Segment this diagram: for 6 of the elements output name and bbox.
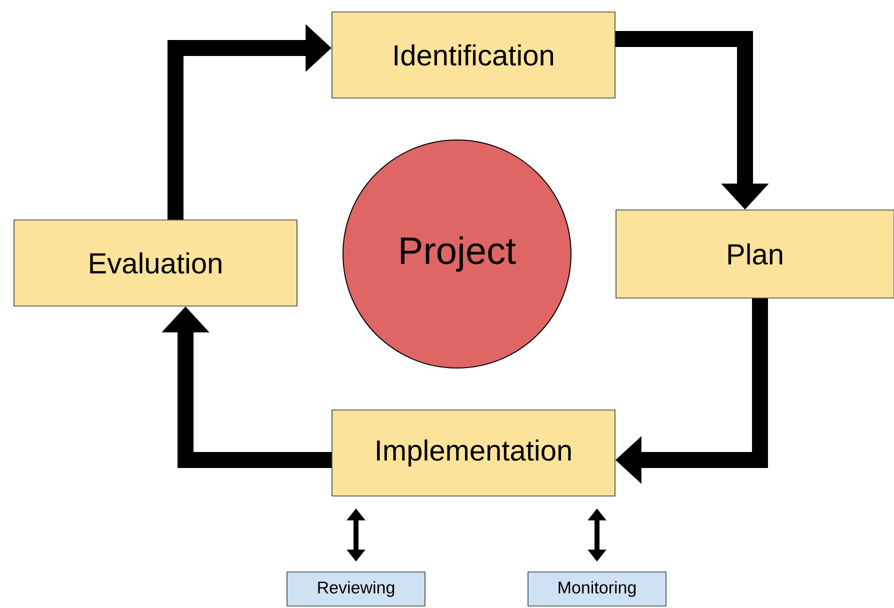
process-box: Identification <box>332 12 616 98</box>
process-box: Implementation <box>332 410 616 496</box>
task-box: Monitoring <box>528 572 666 606</box>
process-box: Evaluation <box>14 220 298 306</box>
process-box: Plan <box>616 210 894 298</box>
task-box: Reviewing <box>286 572 426 606</box>
